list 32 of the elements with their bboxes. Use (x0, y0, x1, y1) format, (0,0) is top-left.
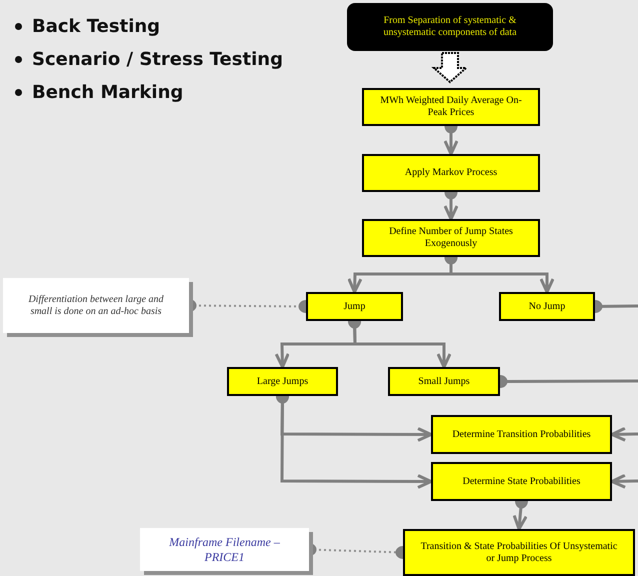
node-text: Apply Markov Process (404, 167, 498, 179)
process-box (388, 367, 500, 396)
process-box (431, 415, 612, 454)
node-text: Define Number of Jump States Exogenously (388, 226, 514, 250)
bullet-item: Bench Marking (32, 81, 184, 105)
node-text: MWh Weighted Daily Average On-Peak Prices (379, 95, 523, 119)
arrow (610, 474, 638, 489)
node-text: Small Jumps (418, 376, 470, 388)
process-box (227, 367, 338, 396)
arrow (610, 426, 638, 442)
process-box (403, 529, 635, 576)
process-box (499, 292, 595, 321)
node-text: Determine Transition Probabilities (452, 428, 591, 440)
block-arrow (431, 52, 469, 84)
process-box (431, 462, 612, 501)
process-box (362, 219, 540, 257)
node-text: Determine State Probabilities (462, 476, 580, 488)
process-box (306, 292, 403, 321)
node-text: Differentiation between large and small is done on an ad-hoc basis (27, 294, 165, 318)
note-card (3, 278, 189, 333)
bullet-item: Back Testing (32, 15, 160, 39)
bullet-item: Scenario / Stress Testing (32, 48, 283, 72)
node-text: Transition & State Probabilities Of Unsystematic or Jump Process (420, 540, 618, 564)
note-card (140, 528, 309, 571)
node-text: From Separation of systematic & unsystematic components of data (382, 15, 518, 39)
process-box (362, 88, 540, 126)
node-text: Large Jumps (256, 376, 308, 388)
node-text: No Jump (528, 300, 566, 312)
node-text: Jump (344, 300, 366, 312)
source-box (347, 3, 553, 51)
process-box (362, 154, 540, 192)
node-text: Mainframe Filename – PRICE1 (168, 535, 281, 564)
